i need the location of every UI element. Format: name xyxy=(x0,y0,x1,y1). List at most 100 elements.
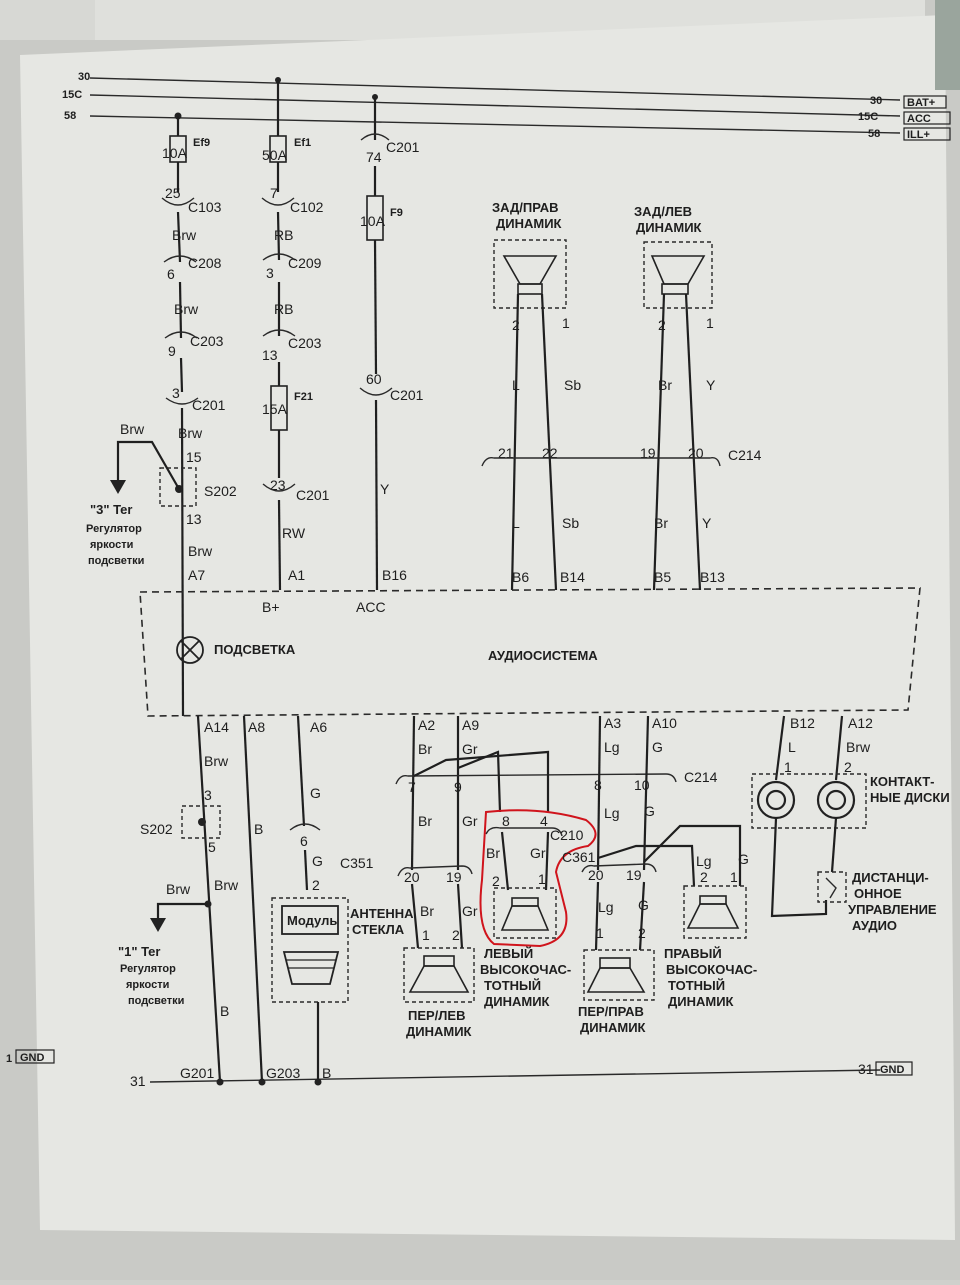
fr-spk-pin-2: 2 xyxy=(638,925,646,941)
rl-c214-20: 20 xyxy=(688,445,704,461)
rt-pin-1: 1 xyxy=(730,869,738,885)
ground-b: B xyxy=(322,1065,331,1081)
c214-lower-label: C214 xyxy=(684,769,718,785)
ref-1-ter: "1" Ter xyxy=(118,944,160,959)
ctl-wire-l: L xyxy=(788,739,796,755)
pin-b14: B14 xyxy=(560,569,585,585)
rail-label-15c: 15C xyxy=(62,89,82,101)
rr-title-1: ЗАД/ПРАВ xyxy=(492,200,559,215)
lower-branch-brw: Brw xyxy=(166,881,191,897)
fr-spk-pin-1: 1 xyxy=(596,925,604,941)
remote-label-4: АУДИО xyxy=(852,918,897,933)
lt-pin-2: 2 xyxy=(492,873,500,889)
ant-label-1: АНТЕННА xyxy=(350,906,414,921)
column-2-battery: 50A Ef1 7 C102 RB C209 3 RB C203 13 15A … xyxy=(261,77,330,591)
remote-label-1: ДИСТАНЦИ- xyxy=(852,870,929,885)
ant-pin-2: 2 xyxy=(312,877,320,893)
fr-wire-lg: Lg xyxy=(604,739,620,755)
pin-b16: B16 xyxy=(382,567,407,583)
rl-wire-y2: Y xyxy=(702,515,712,531)
c214-top-connector xyxy=(481,456,721,467)
gnd-tag-left: GND xyxy=(20,1052,45,1064)
ref-top-l2: яркости xyxy=(90,539,133,551)
wire-rb-1: RB xyxy=(274,227,293,243)
fr-label-2: ДИНАМИК xyxy=(580,1020,646,1035)
fuse-ef1-rating: 50A xyxy=(262,147,288,163)
fr-wire-g: G xyxy=(652,739,663,755)
ground-31-left: 31 xyxy=(130,1073,146,1089)
lower-col2-b: B xyxy=(254,821,263,837)
pin-a8: A8 xyxy=(248,719,265,735)
rl-wire-br2: Br xyxy=(654,515,668,531)
rl-pin-1: 1 xyxy=(706,315,714,331)
rt-label-2: ВЫСОКОЧАС- xyxy=(666,962,757,977)
fuse-f21-rating: 15A xyxy=(262,401,288,417)
pin-a2: A2 xyxy=(418,717,435,733)
rr-wire-l: L xyxy=(512,377,520,393)
pin-a1: A1 xyxy=(288,567,305,583)
column-3-acc: 74 C201 10A F9 60 C201 Y B16 xyxy=(359,94,424,591)
fr-wire-lg3: Lg xyxy=(598,899,614,915)
rr-pin-1: 1 xyxy=(562,315,570,331)
disc-label-2: НЫЕ ДИСКИ xyxy=(870,790,950,805)
rt-label-3: ТОТНЫЙ xyxy=(668,978,725,993)
ref-bot-l1: Регулятор xyxy=(120,963,176,975)
c208-label: C208 xyxy=(188,255,222,271)
fuse-ef1: Ef1 xyxy=(294,137,311,149)
lower-wire-brw: Brw xyxy=(204,753,229,769)
fl-label-1: ПЕР/ЛЕВ xyxy=(408,1008,465,1023)
lower-s202-top: 3 xyxy=(204,787,212,803)
c209-label: C209 xyxy=(288,255,322,271)
column-1-illumination: 10A Ef9 25 C103 Brw C208 6 Brw C203 9 3 … xyxy=(86,112,237,717)
wire-brw-4: Brw xyxy=(188,543,213,559)
rr-wire-sb: Sb xyxy=(564,377,581,393)
c201-2-pin: 23 xyxy=(270,477,286,493)
fr-wire-g2: G xyxy=(644,803,655,819)
c209-pin: 3 xyxy=(266,265,274,281)
rear-left-speaker: ЗАД/ЛЕВ ДИНАМИК 2 1 Br Y 19 20 C214 Br Y… xyxy=(634,204,762,591)
c201-pin: 3 xyxy=(172,385,180,401)
wire-brw-1: Brw xyxy=(172,227,197,243)
ctl-pin-2: 2 xyxy=(844,759,852,775)
remote-label-2: ОННОЕ xyxy=(854,886,902,901)
power-rails: 30 15C 58 30 15C 58 BAT+ ACC ILL+ xyxy=(62,71,951,141)
pin-b6: B6 xyxy=(512,569,529,585)
g203: G203 xyxy=(266,1065,300,1081)
s202-top-pin: 15 xyxy=(186,449,202,465)
s202-label: S202 xyxy=(204,483,237,499)
rt-label-1: ПРАВЫЙ xyxy=(664,946,722,961)
fl-spk-pin-2: 2 xyxy=(452,927,460,943)
unit-acc: ACC xyxy=(356,599,386,615)
lt-label-4: ДИНАМИК xyxy=(484,994,550,1009)
c214-pin-10: 10 xyxy=(634,777,650,793)
ctl-pin-1: 1 xyxy=(784,759,792,775)
tag-bat: BAT+ xyxy=(907,97,935,109)
ant-pin-6: 6 xyxy=(300,833,308,849)
rail-right-30: 30 xyxy=(870,95,882,107)
ant-label-2: СТЕКЛА xyxy=(352,922,405,937)
pin-a7: A7 xyxy=(188,567,205,583)
pin-b12: B12 xyxy=(790,715,815,731)
highlight-outline xyxy=(479,809,597,948)
c103-pin: 25 xyxy=(165,185,181,201)
rt-label-4: ДИНАМИК xyxy=(668,994,734,1009)
c201-label: C201 xyxy=(192,397,226,413)
fuse-ef9: Ef9 xyxy=(193,137,210,149)
fr-label-1: ПЕР/ПРАВ xyxy=(578,1004,644,1019)
ground-31-right: 31 xyxy=(858,1061,874,1077)
c214-pin-9: 9 xyxy=(454,779,462,795)
lt-pin-1: 1 xyxy=(538,871,546,887)
pin-a14: A14 xyxy=(204,719,229,735)
ref-bot-l3: подсветки xyxy=(128,995,184,1007)
fr-wire-lg2: Lg xyxy=(604,805,620,821)
rl-title-2: ДИНАМИК xyxy=(636,220,702,235)
ant-wire-g: G xyxy=(310,785,321,801)
fuse-f9-rating: 10A xyxy=(360,213,386,229)
wire-brw-3: Brw xyxy=(178,425,203,441)
c201-top-pin: 74 xyxy=(366,149,382,165)
pin-a3: A3 xyxy=(604,715,621,731)
lt-wire-gr: Gr xyxy=(530,845,546,861)
c102-label: C102 xyxy=(290,199,324,215)
remote-label-3: УПРАВЛЕНИЕ xyxy=(848,902,937,917)
